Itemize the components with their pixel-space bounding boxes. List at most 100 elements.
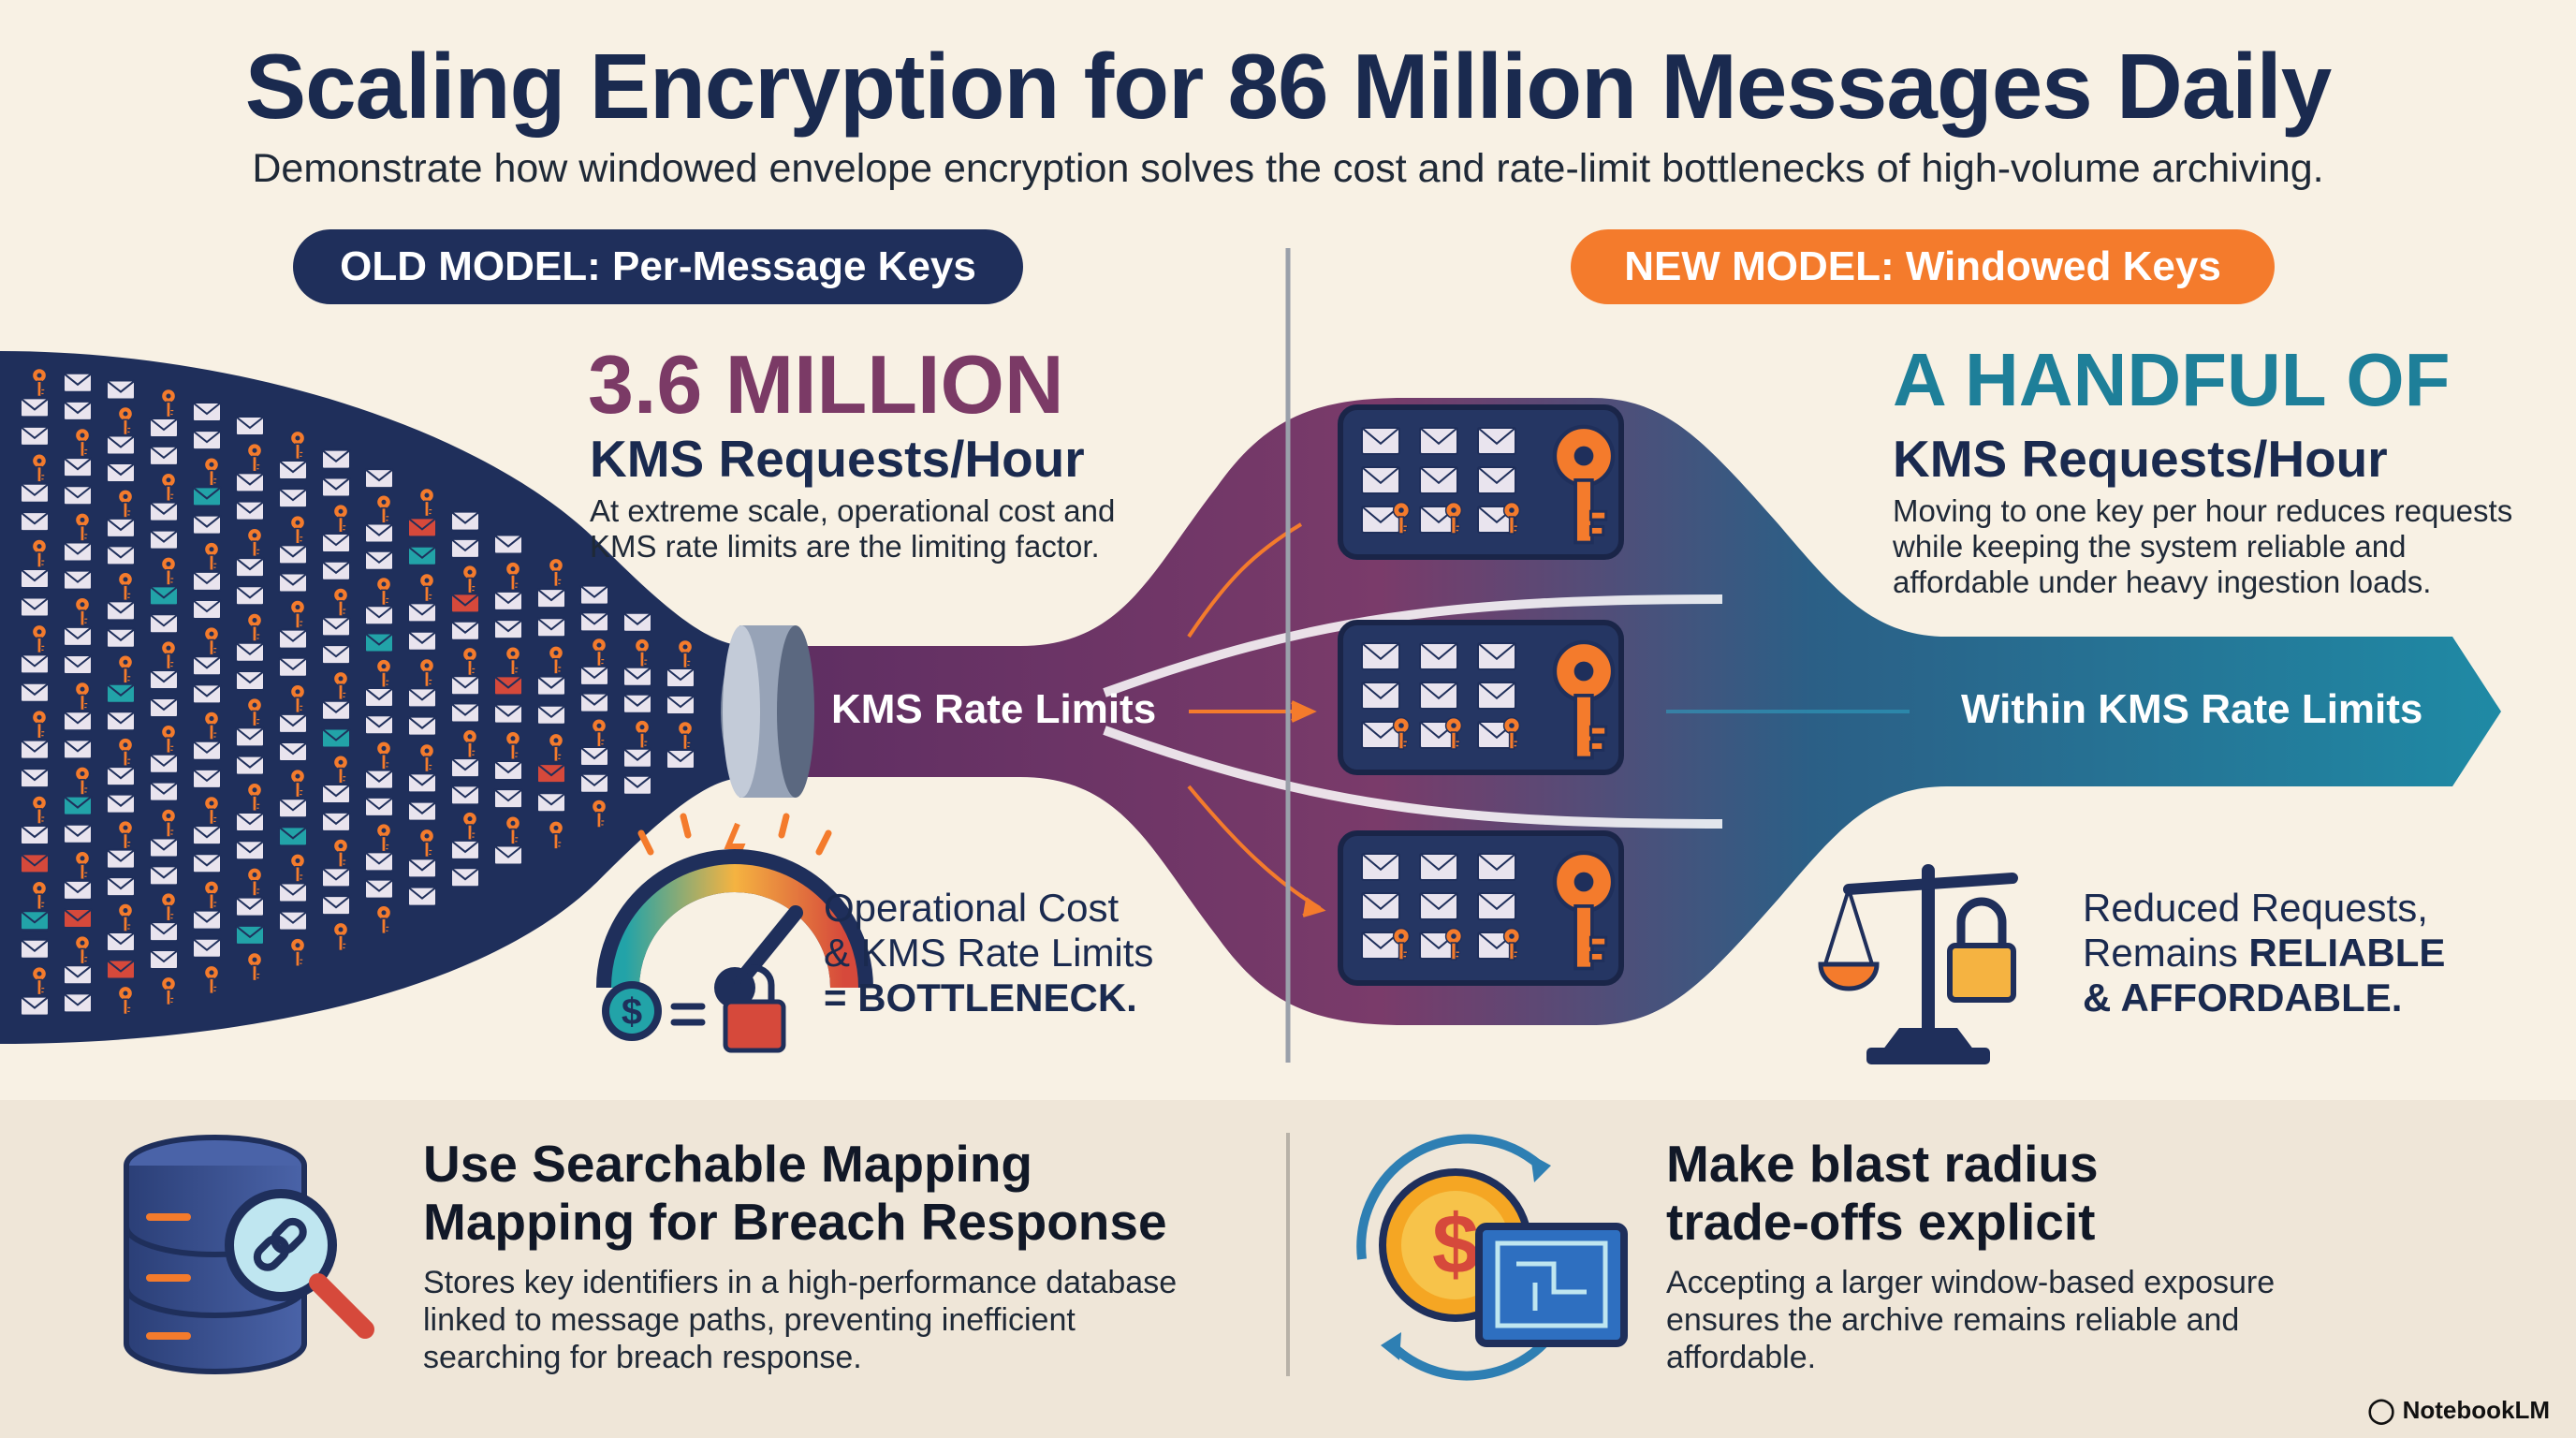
envelope-icon <box>364 605 394 626</box>
envelope-icon <box>1361 427 1400 455</box>
key-icon <box>246 527 263 558</box>
branding: ◯ NotebookLM <box>2367 1396 2550 1425</box>
envelope-icon <box>321 644 351 666</box>
new-caption-1: Reduced Requests, <box>2083 886 2428 930</box>
key-icon <box>117 405 134 436</box>
envelope-icon <box>63 879 93 901</box>
key-icon <box>1502 927 1521 961</box>
envelope-icon <box>20 853 50 874</box>
key-icon <box>1552 850 1616 971</box>
key-icon <box>375 822 392 853</box>
envelope-icon <box>63 569 93 591</box>
envelope-icon <box>450 537 480 559</box>
envelope-icon <box>579 772 609 794</box>
new-desc-1: Moving to one key per hour reduces reque… <box>1893 493 2513 528</box>
envelope-icon <box>20 995 50 1017</box>
key-icon <box>418 742 435 773</box>
bottom-left-desc-3: searching for breach response. <box>423 1340 862 1375</box>
envelope-icon <box>666 668 695 688</box>
key-icon <box>246 782 263 813</box>
key-icon <box>332 921 349 952</box>
envelope-icon <box>192 401 222 422</box>
envelope-icon <box>278 826 308 847</box>
envelope-icon <box>278 628 308 650</box>
key-window <box>1338 830 1624 986</box>
envelope-icon <box>235 896 265 917</box>
envelope-icon <box>149 921 179 943</box>
envelope-icon <box>450 702 480 724</box>
key-icon <box>289 514 306 545</box>
envelope-icon <box>364 714 394 736</box>
envelope-icon <box>407 602 437 624</box>
envelope-icon <box>149 585 179 607</box>
envelope-icon <box>20 425 50 447</box>
bottom-right-desc-1: Accepting a larger window-based exposure <box>1666 1265 2276 1300</box>
key-icon <box>74 934 91 965</box>
key-icon <box>591 799 607 829</box>
envelope-icon <box>1361 932 1400 960</box>
key-icon <box>31 709 48 740</box>
envelope-icon <box>278 741 308 763</box>
key-icon <box>74 681 91 712</box>
envelope-icon <box>407 858 437 879</box>
old-flow-label: KMS Rate Limits <box>831 686 1157 732</box>
key-window <box>1338 404 1624 560</box>
envelope-icon <box>1477 642 1516 670</box>
envelope-icon <box>1361 853 1400 881</box>
old-desc-2: KMS rate limits are the limiting factor. <box>590 529 1100 564</box>
envelope-icon <box>106 545 136 566</box>
envelope-icon <box>536 675 566 697</box>
key-icon <box>31 367 48 398</box>
key-icon <box>74 850 91 881</box>
envelope-icon <box>20 824 50 845</box>
envelope-icon <box>278 712 308 734</box>
envelope-icon <box>20 511 50 533</box>
envelope-icon <box>106 600 136 622</box>
envelope-icon <box>1419 682 1458 710</box>
envelope-icon <box>579 665 609 686</box>
envelope-icon <box>235 557 265 579</box>
key-icon <box>160 556 177 586</box>
envelope-icon <box>321 477 351 498</box>
key-icon <box>505 730 521 761</box>
envelope-icon <box>63 964 93 986</box>
pipe-connector <box>721 625 814 798</box>
key-icon <box>117 571 134 602</box>
envelope-icon <box>235 812 265 833</box>
envelope-icon <box>407 517 437 538</box>
envelope-icon <box>536 617 566 638</box>
key-icon <box>332 670 349 701</box>
new-desc-2: while keeping the system reliable and <box>1893 529 2407 564</box>
envelope-icon <box>106 793 136 814</box>
envelope-icon <box>450 867 480 888</box>
envelope-icon <box>450 510 480 532</box>
envelope-icon <box>192 655 222 677</box>
envelope-icon <box>106 462 136 483</box>
key-icon <box>246 697 263 727</box>
new-desc-3: affordable under heavy ingestion loads. <box>1893 565 2432 599</box>
envelope-icon <box>63 625 93 647</box>
key-icon <box>203 625 220 656</box>
envelope-icon <box>278 488 308 509</box>
key-icon <box>1552 639 1616 760</box>
envelope-icon <box>235 669 265 691</box>
new-flow-label: Within KMS Rate Limits <box>1961 686 2423 732</box>
key-icon <box>418 828 435 858</box>
envelope-icon <box>321 811 351 832</box>
envelope-icon <box>407 715 437 737</box>
envelope-icon <box>20 568 50 590</box>
envelope-icon <box>1419 642 1458 670</box>
envelope-icon <box>235 416 265 437</box>
envelope-icon <box>192 937 222 959</box>
envelope-icon <box>407 545 437 566</box>
envelope-icon <box>278 798 308 819</box>
envelope-icon <box>1419 427 1458 455</box>
envelope-icon <box>192 599 222 621</box>
envelope-icon <box>20 397 50 418</box>
old-desc-1: At extreme scale, operational cost and <box>590 493 1116 528</box>
envelope-icon <box>493 534 523 555</box>
envelope-icon <box>450 620 480 641</box>
key-icon <box>117 653 134 684</box>
key-icon <box>461 564 478 594</box>
